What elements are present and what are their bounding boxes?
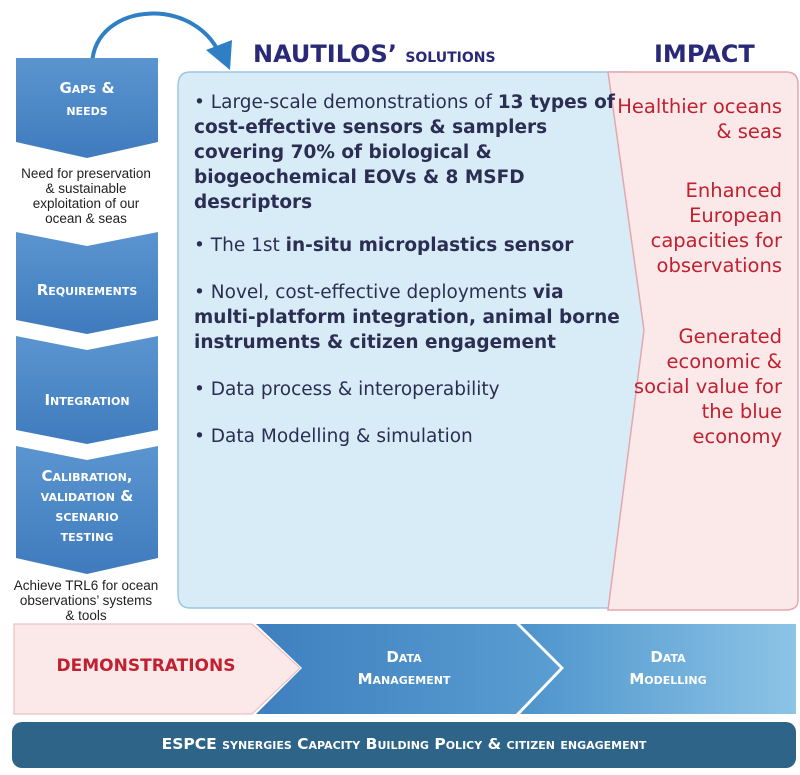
data-management-band: [256, 624, 560, 714]
impact-heading: IMPACT: [654, 40, 755, 68]
note-trl-line: observations’ systems: [19, 593, 153, 608]
bullet: •: [194, 379, 205, 400]
data-management-label: Data Management: [296, 646, 512, 690]
data-modelling-line1: Data: [650, 648, 686, 666]
step-gaps-line1: Gaps &: [59, 79, 115, 97]
data-management-line2: Management: [357, 670, 451, 688]
note-preservation-line: ocean & seas: [45, 211, 127, 226]
step-integration: Integration: [16, 390, 158, 412]
solution-item-data-modelling: • Data Modelling & simulation: [194, 424, 624, 449]
solutions-heading-main: NAUTILOS’: [253, 40, 397, 68]
footer-bar-text: ESPCE synergies Capacity Building Policy…: [161, 735, 647, 753]
demonstrations-label: DEMONSTRATIONS: [56, 656, 236, 676]
note-preservation-line: exploitation of our: [32, 196, 140, 211]
step-integration-label: Integration: [44, 391, 130, 409]
solution-bold-text: via multi-platform integration, animal b…: [194, 282, 620, 353]
chevron-calibration: [16, 446, 158, 574]
step-calibration: Calibration, validation & scenario testi…: [16, 466, 158, 546]
curved-arrow: [90, 11, 224, 65]
step-calibration-line4: testing: [60, 527, 114, 545]
note-trl-line: & tools: [65, 608, 107, 623]
chevron-requirements: [16, 232, 158, 334]
data-management-line1: Data: [386, 648, 422, 666]
step-gaps-line2: needs: [66, 100, 108, 119]
step-calibration-line3: scenario: [55, 507, 119, 525]
demonstrations-band: [13, 623, 301, 715]
footer-bar-bg: [12, 722, 796, 768]
impact-item-economic-value: Generated economic & social value for th…: [633, 325, 782, 448]
solution-text: Large-scale demonstrations of: [204, 92, 498, 113]
note-trl: Achieve TRL6 for ocean observations’ sys…: [0, 578, 172, 623]
solution-item-data-process: • Data process & interoperability: [194, 377, 624, 402]
solution-text: Data Modelling & simulation: [204, 426, 473, 447]
note-trl-line: Achieve TRL6 for ocean: [13, 578, 159, 593]
solutions-heading-sub: solutions: [405, 43, 496, 67]
bullet: •: [194, 426, 205, 447]
bullet: •: [194, 92, 205, 113]
solution-bold-text: 13 types of cost-effective sensors & sam…: [194, 92, 615, 213]
curved-arrow-head: [206, 40, 232, 70]
chevron-gaps: [16, 58, 158, 158]
step-requirements-label: Requirements: [36, 281, 138, 299]
solution-bold-text: in-situ microplastics sensor: [285, 235, 574, 256]
solution-text: Data process & interoperability: [204, 379, 500, 400]
chevron-integration: [16, 336, 158, 444]
step-calibration-line1: Calibration,: [41, 467, 133, 485]
solution-text: Novel, cost-effective deployments: [204, 282, 533, 303]
bullet: •: [194, 282, 205, 303]
impact-box: [607, 71, 799, 611]
solutions-list: • Large-scale demonstrations of 13 types…: [194, 90, 624, 449]
step-gaps-needs: Gaps & needs: [16, 78, 158, 122]
solution-item-microplastics: • The 1st in-situ microplastics sensor: [194, 233, 624, 258]
solutions-heading: NAUTILOS’ solutions: [253, 40, 496, 68]
step-calibration-line2: validation &: [40, 487, 134, 505]
solution-text: The 1st: [204, 235, 286, 256]
bullet: •: [194, 235, 205, 256]
solution-item-demonstrations: • Large-scale demonstrations of 13 types…: [194, 90, 624, 215]
data-modelling-label: Data Modelling: [560, 646, 776, 690]
note-preservation-line: Need for preservation: [21, 166, 151, 181]
step-requirements: Requirements: [16, 280, 158, 302]
data-modelling-line2: Modelling: [629, 670, 707, 688]
impact-item-healthier-oceans: Healthier oceans & seas: [617, 95, 782, 143]
data-modelling-band: [520, 624, 796, 714]
note-preservation: Need for preservation & sustainable expl…: [0, 166, 172, 226]
note-preservation-line: & sustainable: [45, 181, 127, 196]
impact-item-enhanced-capacities: Enhanced European capacities for observa…: [650, 179, 782, 277]
solution-item-deployments: • Novel, cost-effective deployments via …: [194, 280, 624, 355]
